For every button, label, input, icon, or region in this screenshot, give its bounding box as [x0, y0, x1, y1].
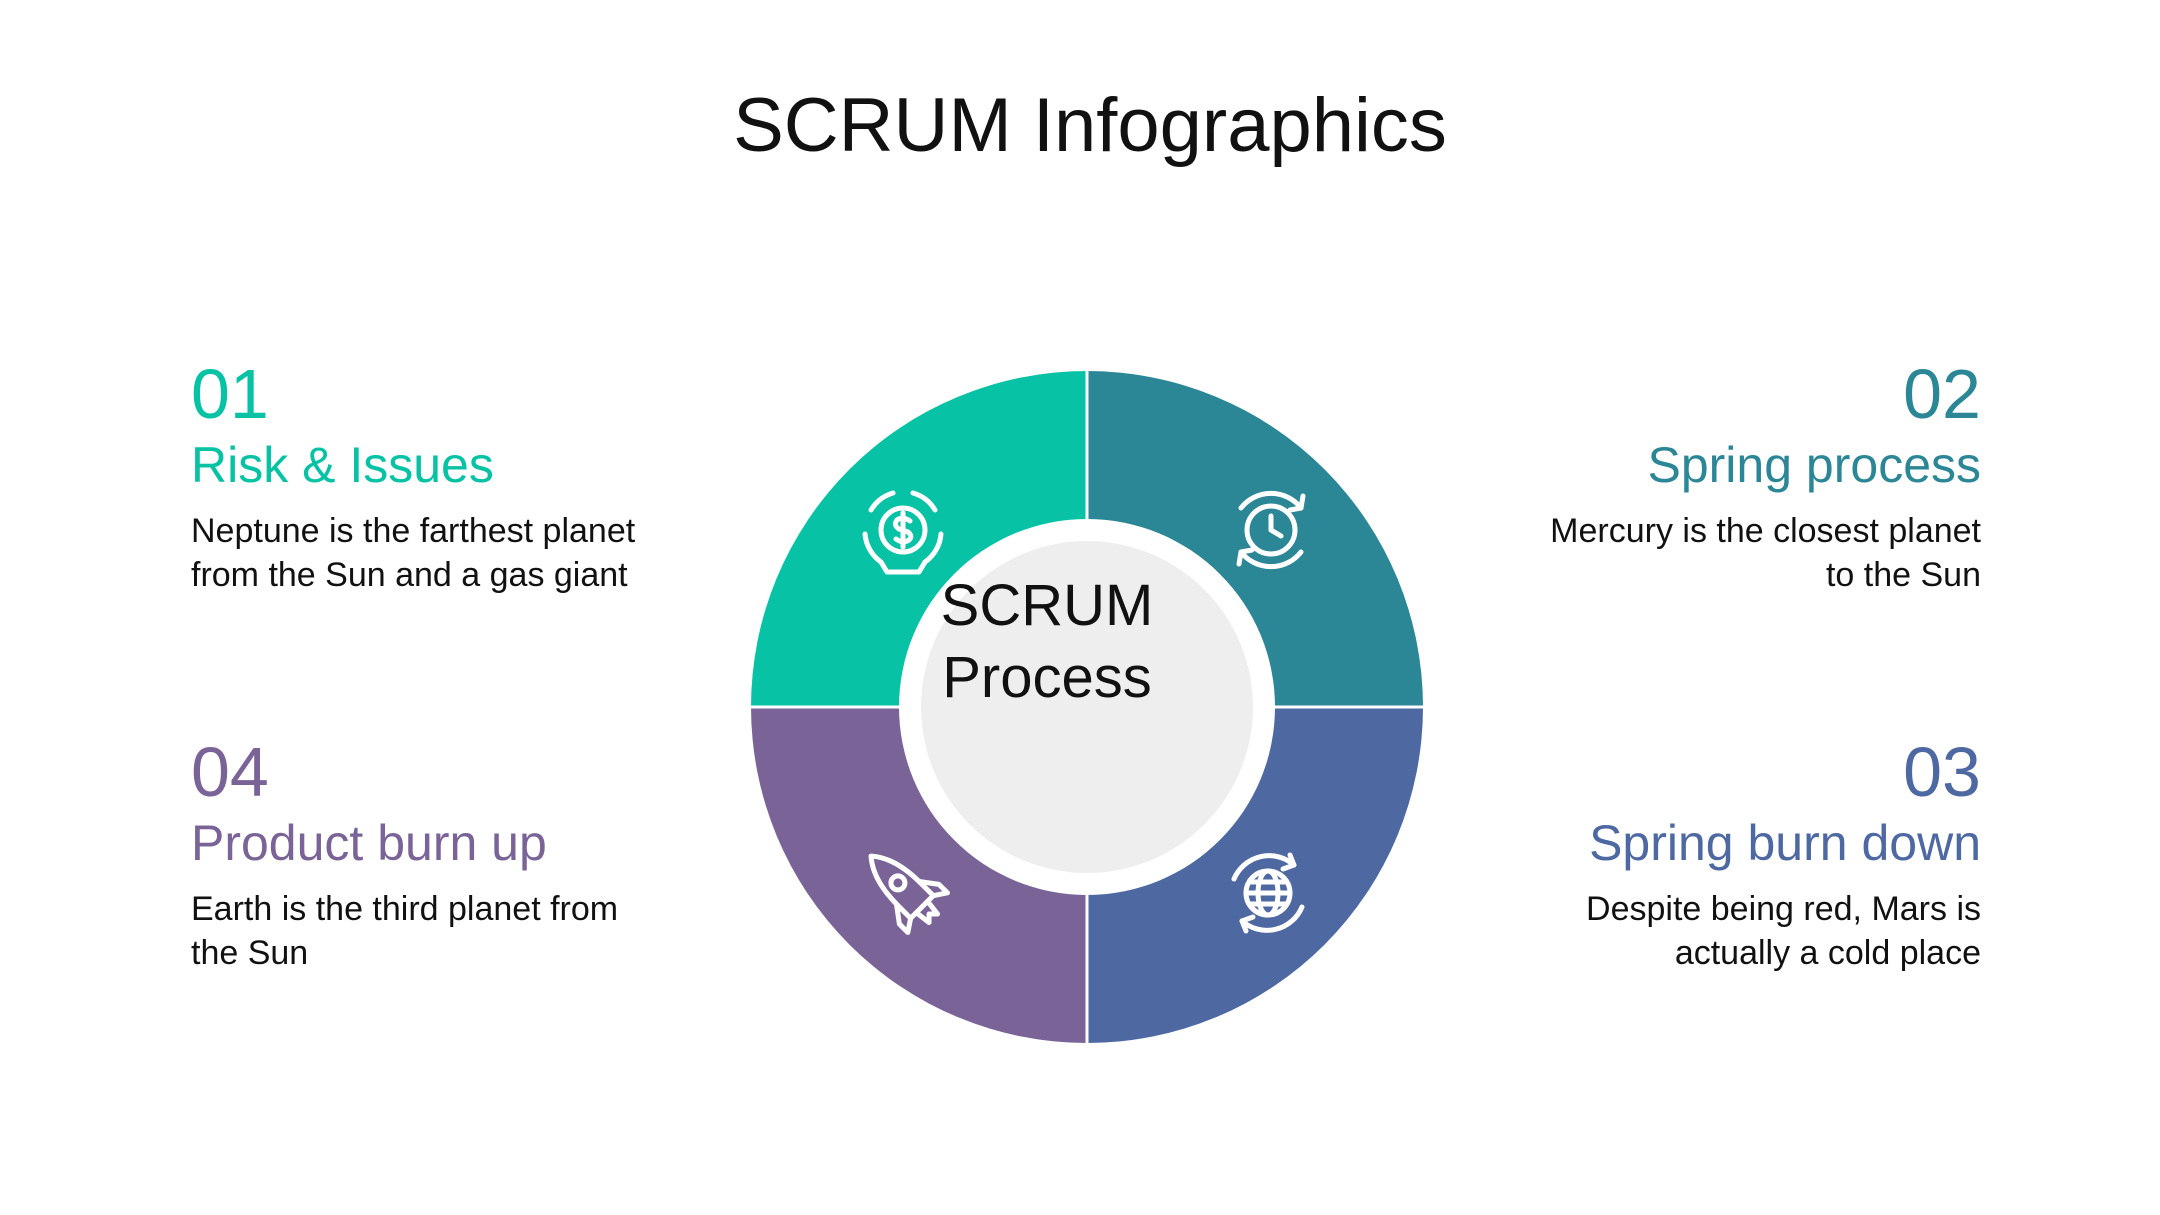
globe-cycle-icon [1231, 852, 1305, 934]
dollar-cycle-icon [862, 490, 944, 575]
item-description: Mercury is the closest planet to the Sun [1550, 512, 1981, 594]
center-label: SCRUM Process [940, 573, 1154, 710]
item-number: 03 [1903, 733, 1981, 811]
item-spring-process: 02 Spring process Mercury is the closest… [1421, 354, 1981, 597]
item-number: 02 [1903, 355, 1981, 433]
item-spring-burn-down: 03 Spring burn down Despite being red, M… [1421, 732, 1981, 975]
item-description: Neptune is the farthest planet from the … [191, 512, 636, 594]
item-number: 01 [191, 355, 269, 433]
item-product-burn-up: 04 Product burn up Earth is the third pl… [191, 732, 751, 975]
item-number: 04 [191, 733, 269, 811]
center-circle [921, 541, 1253, 873]
item-heading: Spring process [1647, 437, 1982, 493]
item-description: Earth is the third planet from the Sun [191, 890, 619, 972]
item-description: Despite being red, Mars is actually a co… [1586, 890, 1981, 972]
clock-cycle-icon [1236, 490, 1306, 570]
item-heading: Product burn up [191, 815, 547, 871]
item-risk-issues: 01 Risk & Issues Neptune is the farthest… [191, 354, 751, 597]
rocket-icon [868, 853, 950, 935]
page-title: SCRUM Infographics [733, 83, 1447, 168]
item-heading: Spring burn down [1589, 815, 1981, 871]
item-heading: Risk & Issues [191, 437, 494, 493]
